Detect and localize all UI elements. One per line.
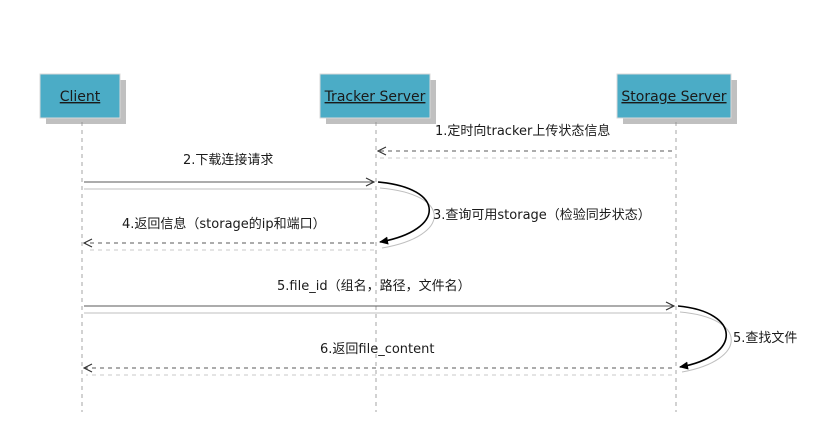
message-2-label: 2.下载连接请求: [183, 152, 273, 168]
message-3-label: 3.查询可用storage（检验同步状态）: [433, 207, 651, 223]
storage-label: Storage Server: [621, 89, 726, 105]
message-5b-label: 5.查找文件: [733, 331, 797, 346]
message-5-label: 5.file_id（组名，路径，文件名）: [277, 278, 471, 294]
tracker-label: Tracker Server: [324, 89, 426, 105]
message-6-label: 6.返回file_content: [320, 342, 434, 357]
message-2: 2.下载连接请求: [84, 152, 374, 190]
client-actor: Client: [39, 73, 126, 124]
message-5b: 5.查找文件: [677, 305, 797, 373]
message-1: 1.定时向tracker上传状态信息: [378, 123, 672, 159]
message-1-label: 1.定时向tracker上传状态信息: [435, 123, 610, 139]
message-3: 3.查询可用storage（检验同步状态）: [377, 181, 651, 249]
client-label: Client: [60, 89, 101, 105]
tracker-actor: Tracker Server: [319, 73, 436, 124]
message-5: 5.file_id（组名，路径，文件名）: [84, 278, 674, 314]
message-4-label: 4.返回信息（storage的ip和端口）: [122, 216, 326, 232]
message-6: 6.返回file_content: [84, 342, 672, 376]
message-4: 4.返回信息（storage的ip和端口）: [84, 216, 374, 251]
storage-actor: Storage Server: [616, 73, 737, 124]
